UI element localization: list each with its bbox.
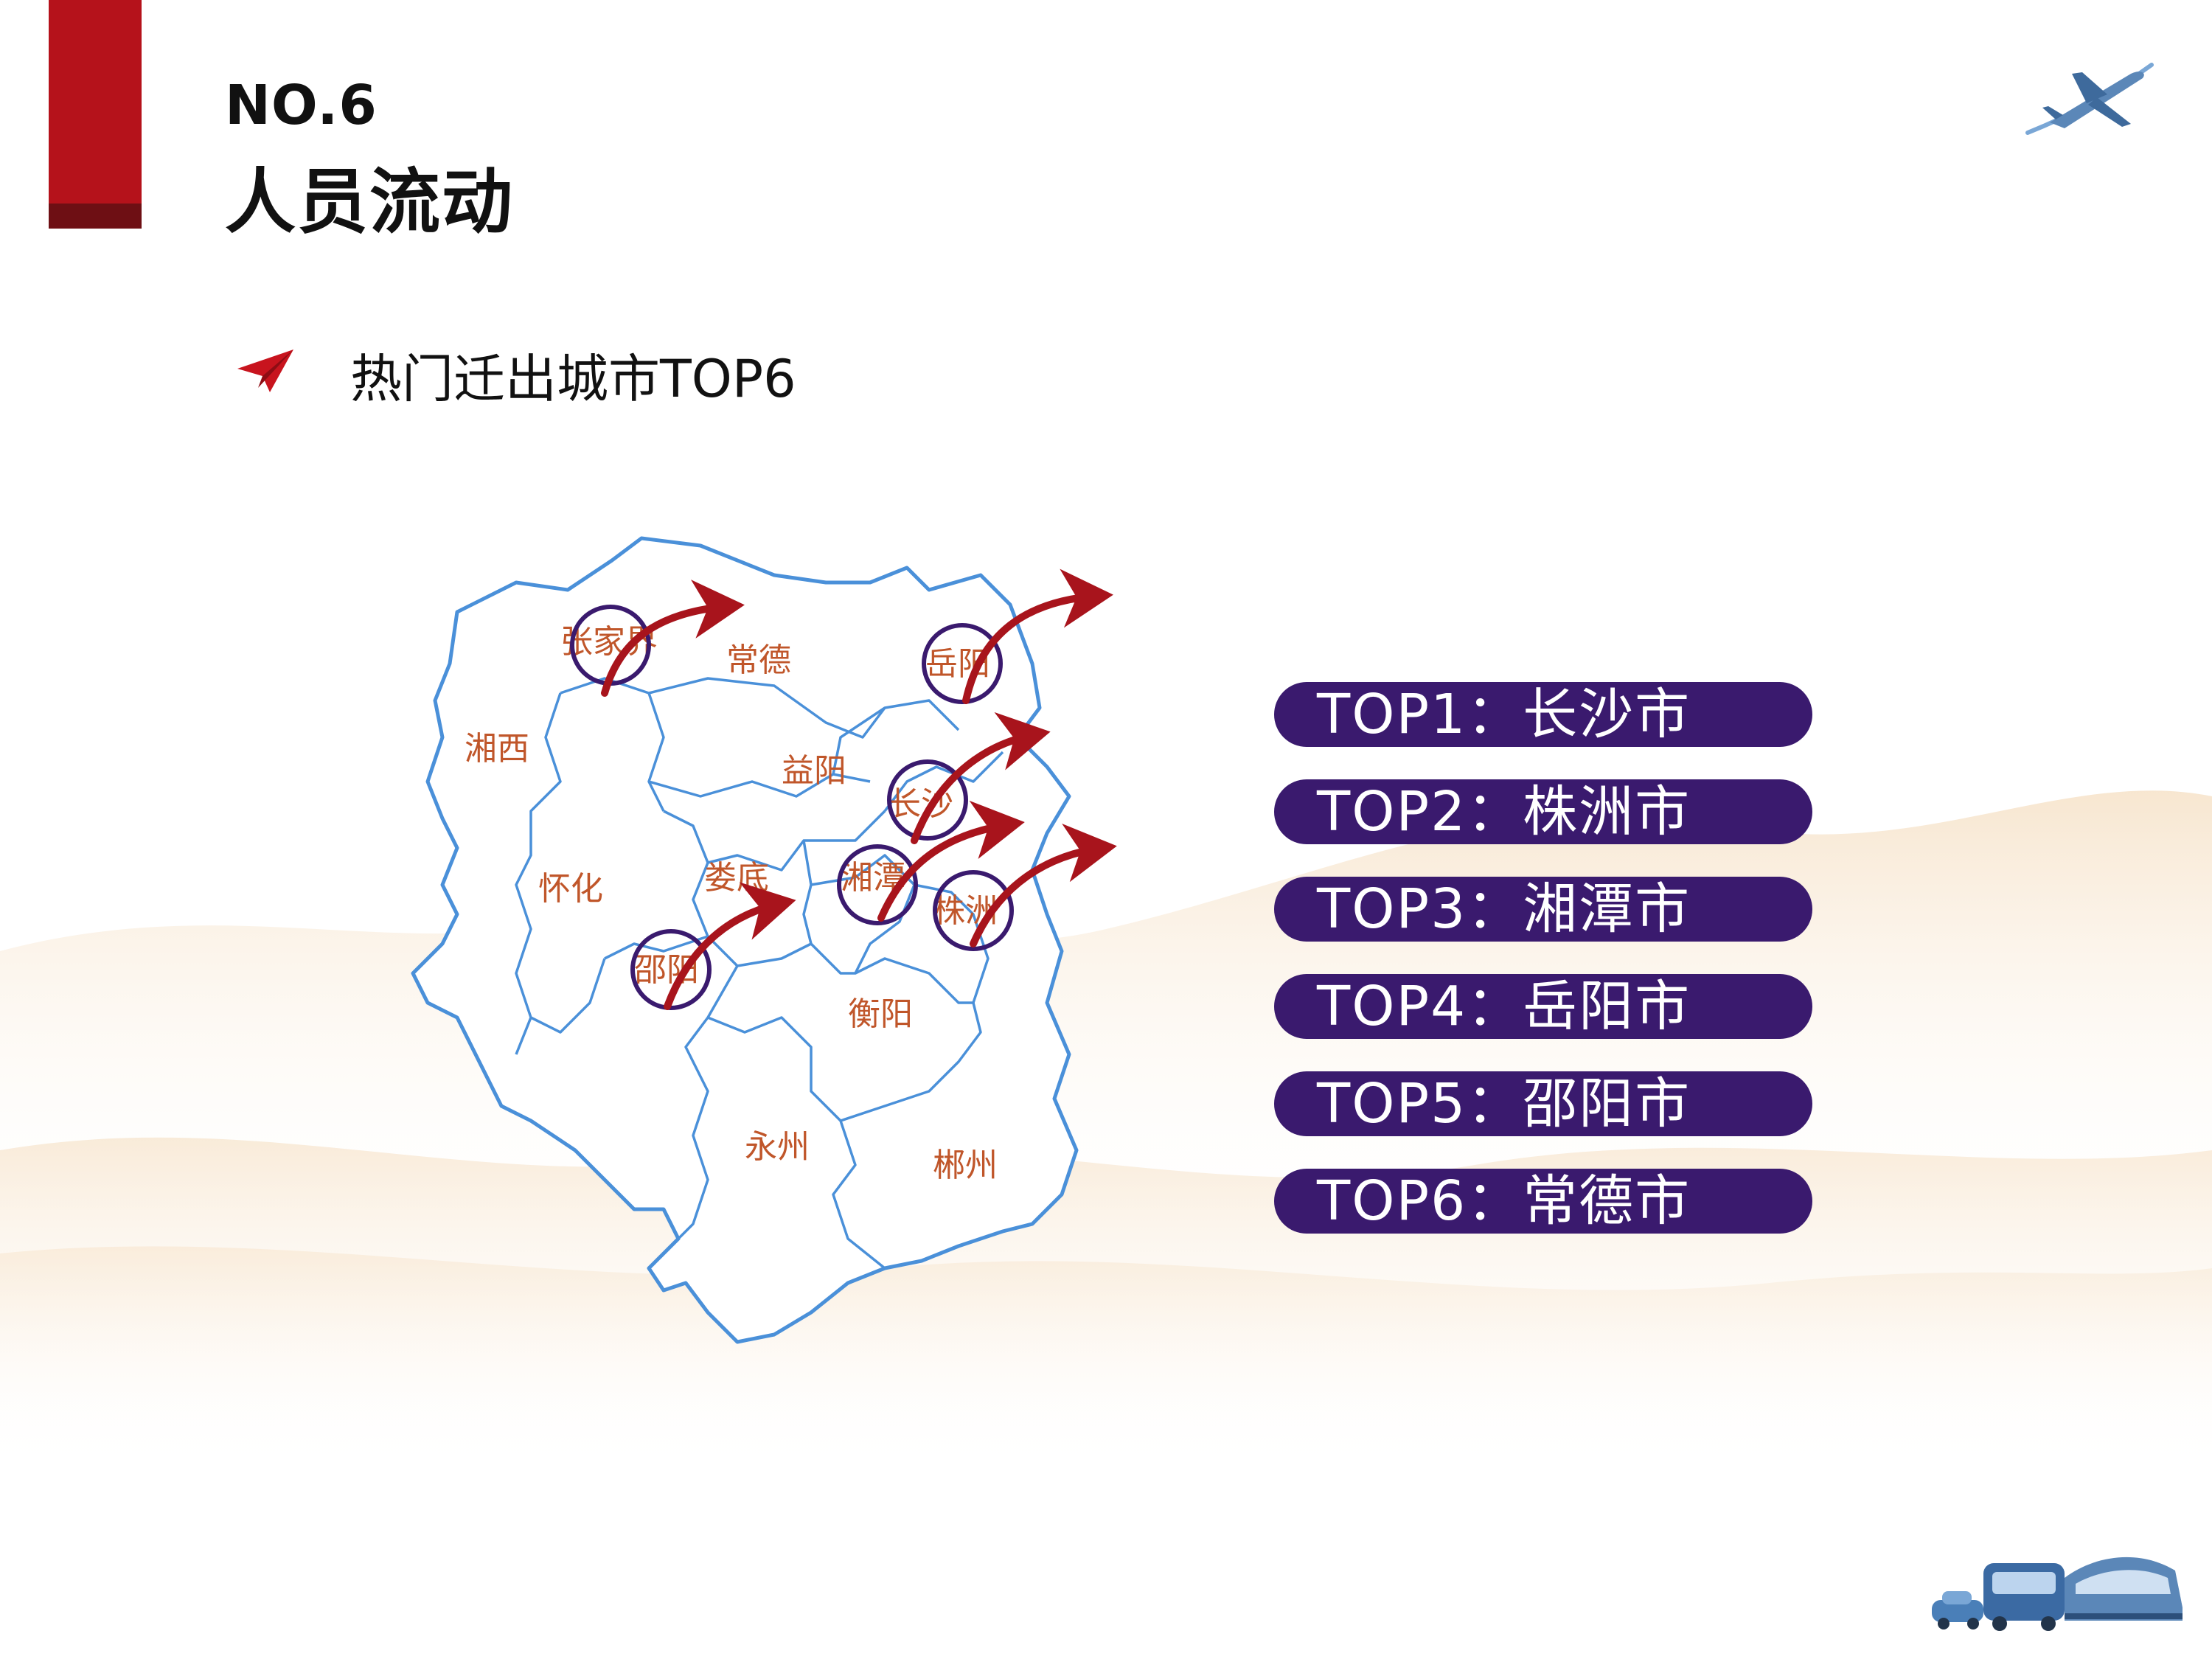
city-label: 衡阳 <box>848 995 913 1033</box>
section-number: NO.6 <box>225 74 378 137</box>
header-accent-bar <box>49 0 142 229</box>
province-outline <box>411 536 1079 1344</box>
section-title: 人员流动 <box>225 161 514 243</box>
city-label: 永州 <box>745 1128 810 1166</box>
subtitle-text: 热门迁出城市TOP6 <box>350 349 796 409</box>
highlight-circle <box>922 623 1003 704</box>
ranking-item-1: TOP1：长沙市 <box>1274 682 1812 747</box>
header-accent-bar-foot <box>49 204 142 229</box>
city-label: 娄底 <box>704 859 769 897</box>
ranking-label: TOP6：常德市 <box>1317 1169 1691 1233</box>
city-label: 怀化 <box>538 870 603 908</box>
ranking-label: TOP4：岳阳市 <box>1317 975 1691 1038</box>
highlight-circle <box>837 844 918 925</box>
highlight-circle <box>887 759 968 841</box>
airplane-icon <box>2025 63 2154 135</box>
highlight-circle <box>630 929 712 1010</box>
ranking-item-4: TOP4：岳阳市 <box>1274 974 1812 1039</box>
ranking-label: TOP1：长沙市 <box>1317 683 1691 746</box>
ranking-item-6: TOP6：常德市 <box>1274 1169 1812 1234</box>
migration-arrow <box>877 800 1025 922</box>
ranking-label: TOP5：邵阳市 <box>1317 1072 1691 1135</box>
paper-plane-icon <box>237 349 293 392</box>
migration-arrow <box>601 580 745 697</box>
hunan-map: 张家界 常德 岳阳 湘西 益阳 长沙 怀化 娄底 湘潭 株洲 邵阳 衡阳 永州 … <box>411 536 1117 1344</box>
ranking-item-5: TOP5：邵阳市 <box>1274 1071 1812 1136</box>
migration-arrow <box>664 882 796 1010</box>
ranking-label: TOP3：湘潭市 <box>1317 877 1691 941</box>
city-label: 湘西 <box>465 730 529 768</box>
city-label: 郴州 <box>933 1147 998 1184</box>
ranking-item-3: TOP3：湘潭市 <box>1274 877 1812 942</box>
ranking-item-2: TOP2：株洲市 <box>1274 779 1812 844</box>
migration-arrow <box>970 823 1117 947</box>
city-label: 益阳 <box>782 752 846 790</box>
migration-arrow <box>962 568 1113 704</box>
car-bus-train-icon <box>1932 1557 2183 1631</box>
highlight-circle <box>933 870 1014 951</box>
ranking-label: TOP2：株洲市 <box>1317 780 1691 844</box>
migration-arrow <box>911 712 1051 844</box>
city-label: 常德 <box>726 641 791 679</box>
